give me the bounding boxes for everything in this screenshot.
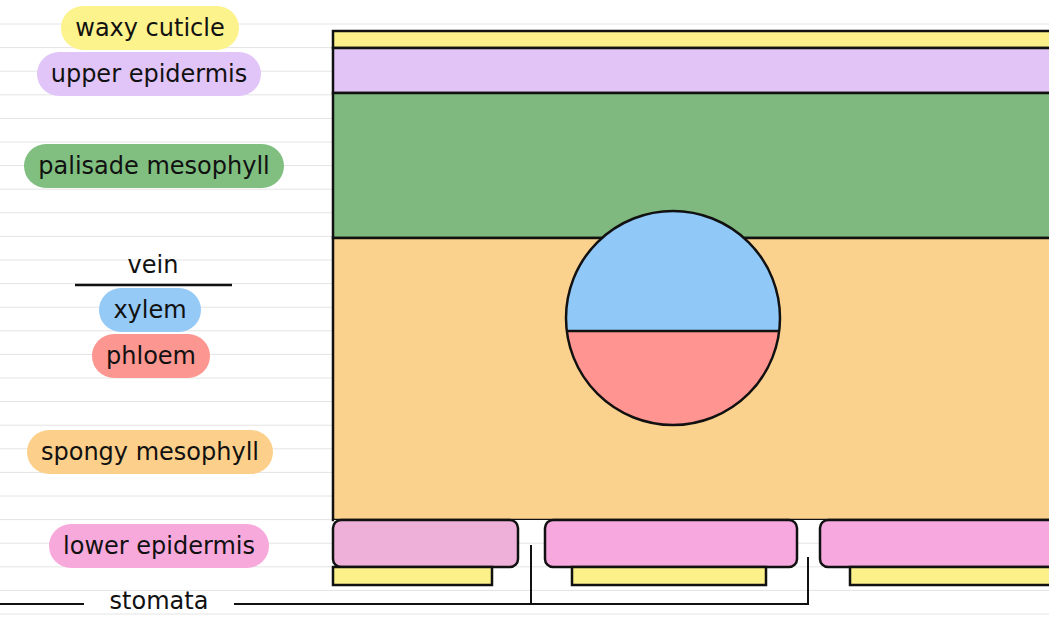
cuticle-piece bbox=[572, 567, 766, 585]
upper-epidermis-band bbox=[333, 48, 1049, 93]
cuticle-pill: waxy cuticle bbox=[61, 6, 238, 51]
stomata-bracket bbox=[530, 545, 532, 604]
phloem-pill: phloem bbox=[92, 334, 210, 379]
leader-line bbox=[0, 603, 84, 605]
spongy-pill: spongy mesophyll bbox=[27, 430, 273, 475]
vein-label: vein bbox=[128, 251, 179, 280]
tissue-name: upper epidermis bbox=[51, 60, 248, 88]
vein-underline bbox=[75, 284, 232, 287]
cuticle-band bbox=[333, 31, 1049, 48]
palisade-pill: palisade mesophyll bbox=[24, 144, 283, 189]
tissue-name: xylem bbox=[113, 296, 186, 324]
tissue-name: waxy cuticle bbox=[75, 14, 224, 42]
tissue-name: lower epidermis bbox=[63, 532, 255, 560]
epidermis-cell bbox=[333, 520, 518, 567]
epidermis-cell bbox=[545, 520, 797, 567]
cuticle-piece bbox=[333, 567, 492, 585]
vein-outline bbox=[566, 211, 780, 425]
tissue-name: phloem bbox=[106, 342, 196, 370]
vein-divider bbox=[566, 330, 780, 333]
xylem-pill: xylem bbox=[99, 288, 200, 333]
epidermis-cell bbox=[820, 520, 1049, 567]
epidermis-pill: upper epidermis bbox=[37, 52, 262, 97]
tissue-name: palisade mesophyll bbox=[38, 152, 269, 180]
vein-fill bbox=[560, 205, 790, 441]
cuticle-piece bbox=[850, 567, 1049, 585]
stomata-bracket bbox=[234, 557, 808, 604]
tissue-name: spongy mesophyll bbox=[41, 438, 259, 466]
epidermis-pill: lower epidermis bbox=[49, 524, 269, 569]
stomata-label: stomata bbox=[110, 587, 209, 616]
